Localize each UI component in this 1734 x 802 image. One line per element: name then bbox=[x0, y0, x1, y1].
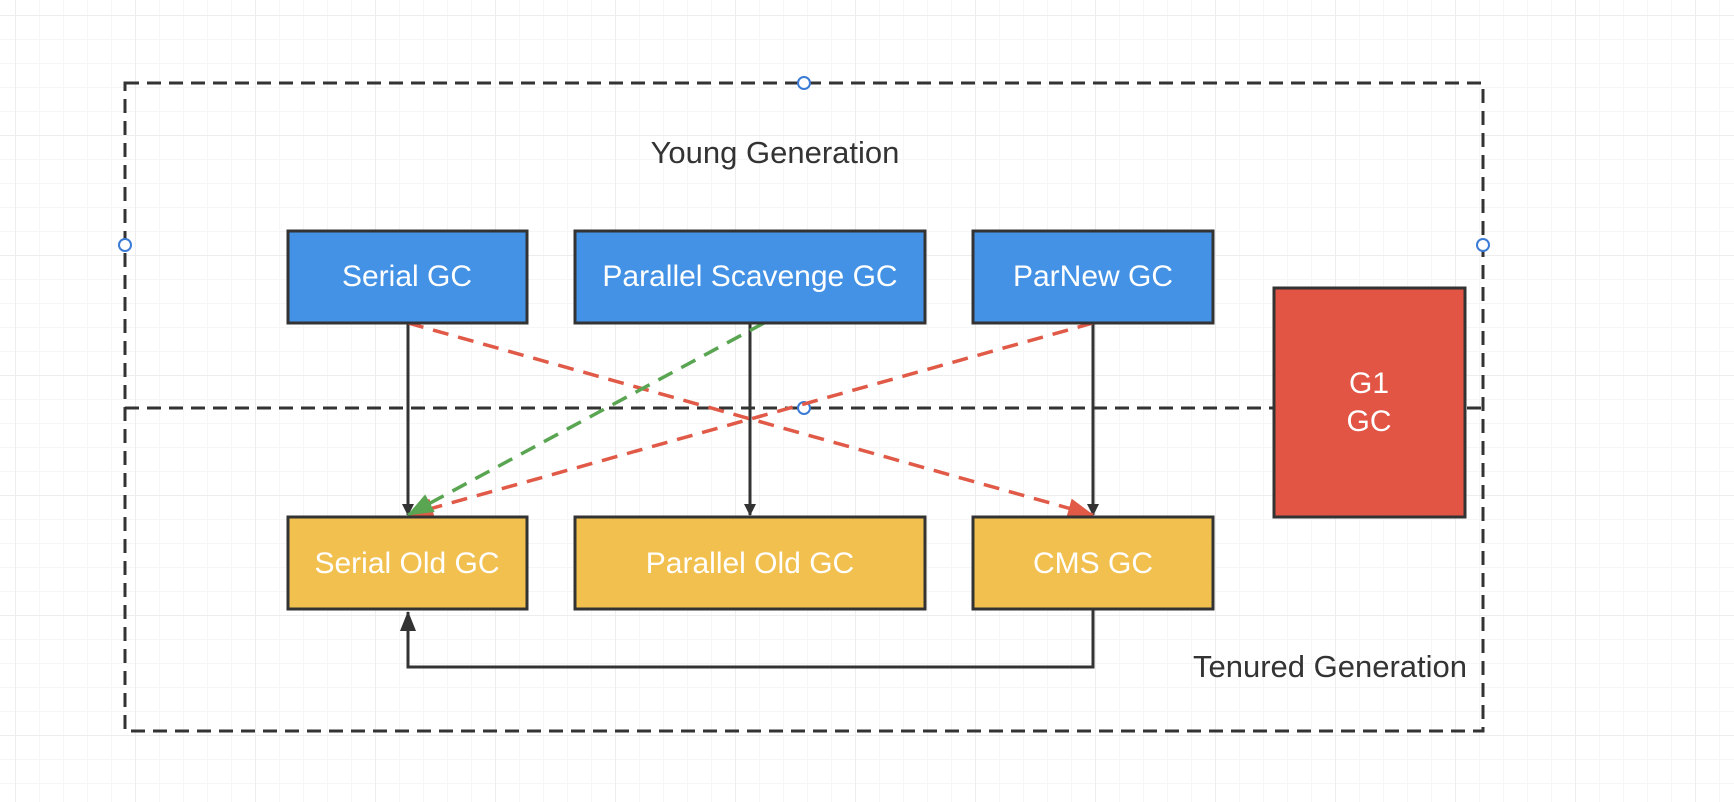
parnew-gc-box[interactable]: ParNew GC bbox=[971, 229, 1215, 325]
serial-old-gc-label: Serial Old GC bbox=[314, 547, 499, 580]
g1-gc-label-line2: GC bbox=[1347, 405, 1392, 438]
g1-gc-box[interactable]: G1 GC bbox=[1272, 286, 1467, 519]
connector-parnew-to-serial-old-dashed bbox=[407, 321, 1094, 518]
parallel-old-gc-box[interactable]: Parallel Old GC bbox=[573, 515, 927, 611]
serial-old-gc-box[interactable]: Serial Old GC bbox=[286, 515, 529, 611]
parallel-scavenge-gc-label: Parallel Scavenge GC bbox=[602, 260, 897, 293]
connector-serial-to-cms-dashed bbox=[407, 321, 1094, 518]
cms-gc-label: CMS GC bbox=[1033, 547, 1153, 580]
serial-gc-label: Serial GC bbox=[342, 260, 472, 293]
parnew-gc-label: ParNew GC bbox=[1013, 260, 1173, 293]
parallel-scavenge-gc-box[interactable]: Parallel Scavenge GC bbox=[573, 229, 927, 325]
parallel-old-gc-label: Parallel Old GC bbox=[646, 547, 854, 580]
handle-right[interactable] bbox=[1476, 238, 1490, 252]
cms-gc-box[interactable]: CMS GC bbox=[971, 515, 1215, 611]
handle-left[interactable] bbox=[118, 238, 132, 252]
connector-parallel-scavenge-to-serial-old-dashed bbox=[407, 321, 765, 517]
young-generation-label: Young Generation bbox=[651, 135, 900, 170]
g1-gc-label-line1: G1 bbox=[1349, 367, 1389, 400]
tenured-generation-label: Tenured Generation bbox=[1193, 649, 1467, 684]
handle-middle[interactable] bbox=[797, 401, 811, 415]
serial-gc-box[interactable]: Serial GC bbox=[286, 229, 529, 325]
handle-top[interactable] bbox=[797, 76, 811, 90]
connector-cms-to-serial-old bbox=[400, 609, 1095, 669]
